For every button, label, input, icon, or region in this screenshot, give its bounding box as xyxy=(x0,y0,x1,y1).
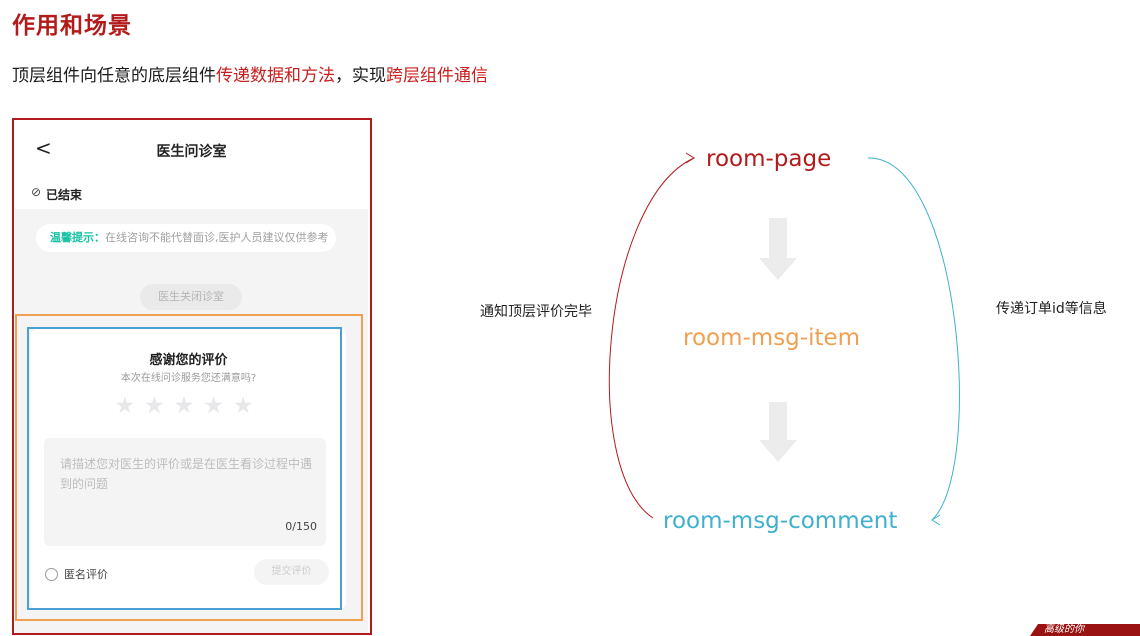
anonymous-checkbox[interactable]: 匿名评价 xyxy=(45,566,108,582)
doctor-closed-room-notice: 医生关闭诊室 xyxy=(140,284,242,310)
consult-status: ⊘ 已结束 xyxy=(15,179,368,209)
radio-icon xyxy=(45,568,58,581)
check-circle-icon: ⊘ xyxy=(31,185,42,199)
description-text-1: 顶层组件向任意的底层组件 xyxy=(12,66,216,86)
description-highlight-2: 跨层组件通信 xyxy=(386,66,488,86)
comment-placeholder: 请描述您对医生的评价或是在医生看诊过程中遇到的问题 xyxy=(60,457,313,491)
phone-navbar: < 医生问诊室 xyxy=(15,121,368,179)
submit-button[interactable]: 提交评价 xyxy=(254,559,329,585)
pass-info-label: 传递订单id等信息 xyxy=(996,301,1107,317)
description-highlight-1: 传递数据和方法 xyxy=(216,66,335,86)
comment-textarea[interactable]: 请描述您对医生的评价或是在医生看诊过程中遇到的问题 0/150 xyxy=(44,438,326,546)
page-heading: 作用和场景 xyxy=(12,13,132,39)
description-text-2: ，实现 xyxy=(335,66,386,86)
pass-curve-right xyxy=(867,157,960,521)
node-room-msg-item: room-msg-item xyxy=(683,325,861,351)
back-chevron-icon[interactable]: < xyxy=(35,136,52,160)
notify-top-label: 通知顶层评价完毕 xyxy=(480,304,592,320)
anonymous-label: 匿名评价 xyxy=(64,568,108,581)
phone-title: 医生问诊室 xyxy=(156,144,227,160)
rating-subtitle: 本次在线问诊服务您还满意吗? xyxy=(120,373,257,384)
node-room-msg-comment: room-msg-comment xyxy=(663,508,898,534)
tip-label: 温馨提示： xyxy=(50,231,105,244)
char-counter: 0/150 xyxy=(285,520,317,533)
pass-arrowhead xyxy=(931,514,941,526)
status-text: 已结束 xyxy=(46,188,83,202)
arrow-down-item-to-comment xyxy=(759,402,797,462)
phone-screenshot: < 医生问诊室 ⊘ 已结束 温馨提示：在线咨询不能代替面诊,医护人员建议仅供参考… xyxy=(15,121,368,633)
arrow-down-page-to-item xyxy=(759,218,797,280)
description: 顶层组件向任意的底层组件传递数据和方法，实现跨层组件通信 xyxy=(12,61,488,86)
rating-card: 感谢您的评价 本次在线问诊服务您还满意吗? ★★★★★ 请描述您对医生的评价或是… xyxy=(31,329,346,609)
notify-curve-left xyxy=(608,157,695,519)
tip-text: 在线咨询不能代替面诊,医护人员建议仅供参考 xyxy=(105,231,329,244)
star-rating[interactable]: ★★★★★ xyxy=(114,393,263,419)
corner-ribbon: 高级的你 xyxy=(1030,624,1140,636)
rating-title: 感谢您的评价 xyxy=(149,353,228,368)
node-room-page: room-page xyxy=(706,146,832,172)
tip-banner: 温馨提示：在线咨询不能代替面诊,医护人员建议仅供参考 xyxy=(36,224,336,252)
notify-arrowhead xyxy=(685,152,695,164)
